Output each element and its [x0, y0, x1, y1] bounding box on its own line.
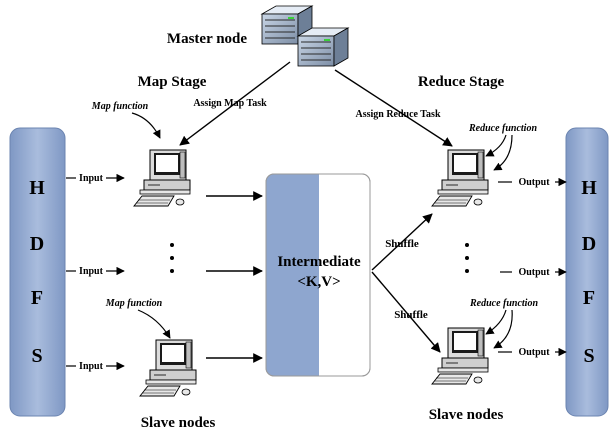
- intermediate-store: Intermediate <K,V>: [265, 173, 371, 377]
- reduce-slave-nodes-label: Slave nodes: [429, 407, 504, 423]
- hdfs-right-letter: S: [583, 345, 594, 367]
- reduce-worker-computer-icon: [431, 327, 489, 385]
- shuffle-arrow: [371, 271, 441, 353]
- input-label: Input: [79, 173, 104, 184]
- assign-map-arrow: [179, 61, 291, 146]
- input-row: Input: [66, 266, 125, 277]
- output-label: Output: [518, 177, 550, 188]
- input-label: Input: [79, 361, 104, 372]
- reduce-function-arrow: [493, 309, 513, 349]
- reduce-stage-label: Reduce Stage: [418, 74, 505, 90]
- map-slave-nodes-label: Slave nodes: [141, 415, 216, 431]
- shuffle-label: Shuffle: [385, 238, 419, 250]
- map-worker-computer-icon: [139, 339, 197, 397]
- hdfs-left-letter: H: [29, 177, 45, 199]
- reduce-function-arrow: [485, 134, 507, 157]
- intermediate-title: Intermediate: [277, 254, 361, 270]
- map-function-arrow: [131, 112, 161, 139]
- output-row: Output: [498, 347, 567, 358]
- assign-reduce-label: Assign Reduce Task: [355, 109, 440, 120]
- hdfs-left-store: H D F S: [9, 127, 66, 417]
- output-label: Output: [518, 267, 550, 278]
- output-row: Output: [498, 177, 567, 188]
- reduce-function-label: Reduce function: [468, 123, 537, 134]
- map-worker-computer-icon: [133, 149, 191, 207]
- assign-reduce-arrow: [334, 69, 453, 147]
- map-stage-label: Map Stage: [138, 74, 207, 90]
- reduce-function-label: Reduce function: [469, 298, 538, 309]
- map-function-label: Map function: [91, 101, 149, 112]
- shuffle-label: Shuffle: [394, 309, 428, 321]
- shuffle-arrow: [371, 213, 433, 271]
- hdfs-right-letter: F: [583, 287, 595, 309]
- input-row: Input: [66, 361, 125, 372]
- output-label: Output: [518, 347, 550, 358]
- reduce-worker-computer-icon: [431, 149, 489, 207]
- hdfs-right-letter: H: [581, 177, 597, 199]
- map-function-label: Map function: [105, 298, 163, 309]
- reduce-function-arrow: [493, 134, 513, 171]
- assign-map-label: Assign Map Task: [193, 98, 267, 109]
- hdfs-left-letter: S: [31, 345, 42, 367]
- hdfs-left-letter: D: [30, 233, 44, 255]
- reduce-function-arrow: [485, 309, 507, 335]
- map-function-arrow: [137, 309, 171, 339]
- intermediate-kv: <K,V>: [297, 274, 340, 290]
- master-node-label: Master node: [167, 31, 247, 47]
- output-row: Output: [500, 267, 567, 278]
- input-row: Input: [66, 173, 125, 184]
- hdfs-left-letter: F: [31, 287, 43, 309]
- reduce-ellipsis: [465, 243, 469, 273]
- master-server-icon: [261, 5, 349, 67]
- map-ellipsis: [170, 243, 174, 273]
- hdfs-right-letter: D: [582, 233, 596, 255]
- input-label: Input: [79, 266, 104, 277]
- hdfs-right-store: H D F S: [565, 127, 609, 417]
